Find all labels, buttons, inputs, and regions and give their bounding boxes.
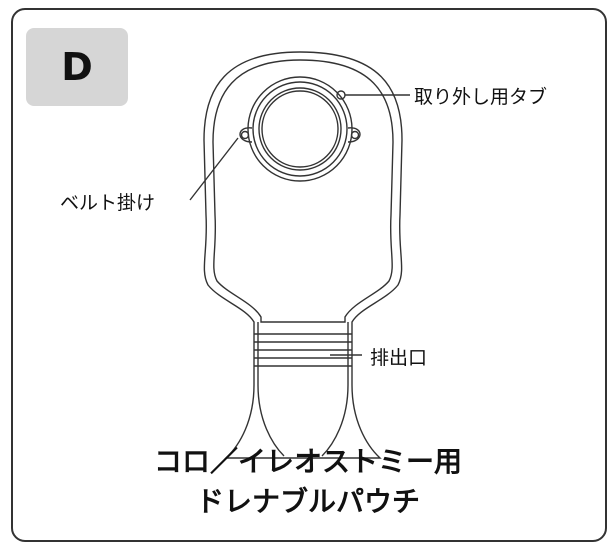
pouch-outline-outer: [203, 51, 403, 459]
panel-letter: D: [61, 45, 93, 89]
flange-ring-outer: [247, 76, 353, 182]
label-outlet: 排出口: [370, 347, 428, 369]
flange-ring-inner: [258, 87, 342, 171]
panel-badge: D: [26, 28, 128, 106]
label-removal-tab: 取り外し用タブ: [414, 86, 548, 108]
label-belt-hook: ベルト掛け: [60, 192, 156, 214]
caption-line-2: ドレナブルパウチ: [195, 485, 420, 518]
outlet-spout: [257, 322, 285, 457]
pouch-outline-inner: [212, 59, 394, 323]
leader-belt: [189, 137, 239, 201]
pouch-illustration: [189, 51, 410, 459]
caption-line-1: コロ／イレオストミー用: [153, 445, 462, 478]
belt-lug-right: [347, 127, 361, 143]
outlet-bands: [254, 333, 352, 367]
belt-lug-left: [239, 127, 253, 143]
